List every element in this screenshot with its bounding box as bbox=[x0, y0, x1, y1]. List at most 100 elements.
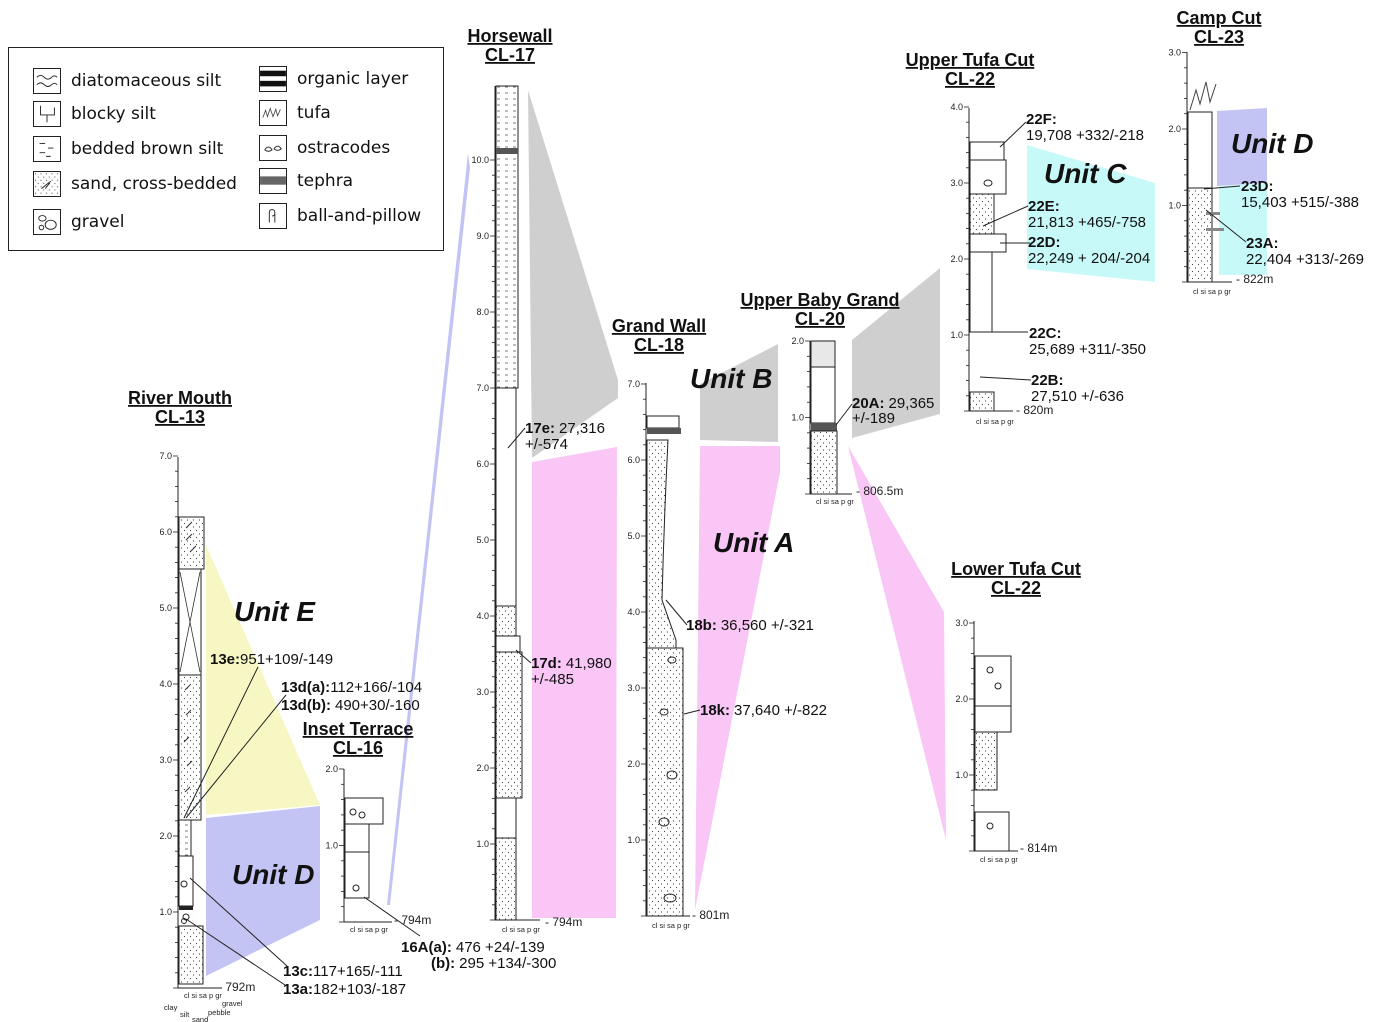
section-name: Horsewall bbox=[467, 26, 552, 46]
grain-axis: cl si sa p gr bbox=[976, 417, 1014, 426]
depth-tick-label: 3.0 bbox=[955, 618, 968, 628]
section-code: CL-23 bbox=[1194, 27, 1244, 47]
section-code: CL-20 bbox=[795, 309, 845, 329]
date-22d-id: 22D: bbox=[1028, 234, 1061, 251]
legend-item: sand, cross-bedded bbox=[33, 171, 237, 197]
date-13db: 13d(b):490+30/-160 bbox=[281, 697, 420, 714]
date-22f-id: 22F: bbox=[1026, 111, 1057, 128]
unit-a-band-cl18 bbox=[695, 446, 780, 910]
grain-axis: cl si sa p gr bbox=[184, 991, 222, 1000]
date-17d: 17d:41,980 bbox=[531, 655, 612, 672]
grain-axis: cl si sa p gr bbox=[1193, 287, 1231, 296]
legend-item: bedded brown silt bbox=[33, 136, 223, 162]
legend-label: sand, cross-bedded bbox=[71, 174, 237, 194]
date-23a: 22,404 +313/-269 bbox=[1246, 251, 1364, 268]
depth-tick-label: 8.0 bbox=[476, 307, 489, 317]
depth-tick-label: 1.0 bbox=[955, 770, 968, 780]
section-name: Inset Terrace bbox=[303, 719, 414, 739]
grain-axis: cl si sa p gr bbox=[652, 921, 690, 930]
unit-d-label-cl23: Unit D bbox=[1231, 128, 1313, 159]
legend-label: ostracodes bbox=[297, 138, 390, 158]
date-17e-error: +/-574 bbox=[525, 436, 568, 453]
grain-silt: silt bbox=[180, 1010, 190, 1019]
date-22f: 19,708 +332/-218 bbox=[1026, 127, 1144, 144]
depth-tick-label: 7.0 bbox=[476, 383, 489, 393]
depth-tick-label: 2.0 bbox=[950, 254, 963, 264]
section-name: Camp Cut bbox=[1177, 8, 1262, 28]
base-elevation: - 820m bbox=[1016, 403, 1053, 417]
section-name: River Mouth bbox=[128, 388, 232, 408]
section-name: Upper Baby Grand bbox=[740, 290, 899, 310]
depth-tick-label: 4.0 bbox=[159, 679, 172, 689]
depth-tick-label: 1.0 bbox=[159, 907, 172, 917]
grain-gravel: gravel bbox=[222, 999, 243, 1008]
depth-tick-label: 6.0 bbox=[476, 459, 489, 469]
date-18b: 18b:36,560 +/-321 bbox=[686, 617, 814, 634]
legend-label: organic layer bbox=[297, 69, 408, 89]
depth-tick-label: 6.0 bbox=[627, 455, 640, 465]
date-23d-id: 23D: bbox=[1241, 178, 1274, 195]
date-13da: 13d(a):112+166/-104 bbox=[281, 679, 422, 696]
depth-tick-label: 2.0 bbox=[476, 763, 489, 773]
depth-ticks: 1.02.03.04.05.06.07.0 bbox=[159, 451, 178, 988]
legend-item: blocky silt bbox=[33, 101, 156, 127]
depth-tick-label: 2.0 bbox=[159, 831, 172, 841]
ball-and-pillow-icon bbox=[259, 203, 287, 229]
date-22c: 25,689 +311/-350 bbox=[1029, 341, 1146, 358]
unit-d-band-cl16 bbox=[387, 153, 470, 905]
date-18k: 18k:37,640 +/-822 bbox=[700, 702, 827, 719]
base-elevation: - 794m bbox=[545, 915, 582, 929]
depth-tick-label: 3.0 bbox=[476, 687, 489, 697]
date-20a-error: +/-189 bbox=[852, 410, 895, 427]
date-13c: 13c:117+165/-111 bbox=[283, 963, 403, 980]
grain-axis: cl si sa p gr bbox=[980, 855, 1018, 864]
date-22e: 21,813 +465/-758 bbox=[1028, 214, 1146, 231]
tephra-icon bbox=[259, 168, 287, 194]
depth-tick-label: 7.0 bbox=[627, 379, 640, 389]
sand-cross-bedded-icon bbox=[33, 171, 61, 197]
date-16a: 16A(a):476 +24/-139 bbox=[401, 939, 545, 956]
base-elevation: - 794m bbox=[394, 913, 431, 927]
legend-label: ball-and-pillow bbox=[297, 206, 421, 226]
unit-a-label: Unit A bbox=[713, 527, 794, 558]
depth-tick-label: 3.0 bbox=[950, 178, 963, 188]
blocky-silt-icon bbox=[33, 101, 61, 127]
legend-label: tufa bbox=[297, 103, 331, 123]
unit-b-label: Unit B bbox=[690, 363, 772, 394]
date-22b: 27,510 +/-636 bbox=[1031, 388, 1124, 405]
legend-label: bedded brown silt bbox=[71, 139, 223, 159]
legend-label: gravel bbox=[71, 212, 124, 232]
section-code: CL-16 bbox=[333, 738, 383, 758]
unit-d-band-cl13 bbox=[206, 806, 320, 976]
depth-tick-label: 10.0 bbox=[471, 155, 489, 165]
base-elevation: - 801m bbox=[692, 908, 729, 922]
legend-item: tufa bbox=[259, 100, 331, 126]
depth-tick-label: 4.0 bbox=[476, 611, 489, 621]
depth-tick-label: 1.0 bbox=[627, 835, 640, 845]
depth-tick-label: 2.0 bbox=[1168, 124, 1181, 134]
section-code: CL-13 bbox=[155, 407, 205, 427]
depth-tick-label: 2.0 bbox=[955, 694, 968, 704]
depth-tick-label: 1.0 bbox=[791, 413, 804, 423]
legend: diatomaceous silt blocky silt bedded bro… bbox=[8, 47, 444, 251]
unit-e-label: Unit E bbox=[234, 596, 316, 627]
grain-clay: clay bbox=[164, 1003, 178, 1012]
unit-a-band-cl20 bbox=[848, 446, 946, 840]
legend-item: gravel bbox=[33, 209, 124, 235]
legend-label: blocky silt bbox=[71, 104, 156, 124]
date-13a: 13a:182+103/-187 bbox=[283, 981, 406, 998]
bedded-brown-silt-icon bbox=[33, 136, 61, 162]
section-name: Upper Tufa Cut bbox=[906, 50, 1035, 70]
depth-tick-label: 1.0 bbox=[950, 330, 963, 340]
section-name: Lower Tufa Cut bbox=[951, 559, 1081, 579]
grain-axis: cl si sa p gr bbox=[350, 925, 388, 934]
section-code: CL-22 bbox=[945, 69, 995, 89]
depth-tick-label: 1.0 bbox=[325, 841, 338, 851]
date-22b-id: 22B: bbox=[1031, 372, 1064, 389]
depth-tick-label: 1.0 bbox=[1168, 201, 1181, 211]
depth-tick-label: 4.0 bbox=[950, 102, 963, 112]
depth-tick-label: 6.0 bbox=[159, 527, 172, 537]
tufa-icon bbox=[259, 100, 287, 126]
ostracodes-icon bbox=[259, 135, 287, 161]
date-13e: 13e:951+109/-149 bbox=[210, 651, 333, 668]
